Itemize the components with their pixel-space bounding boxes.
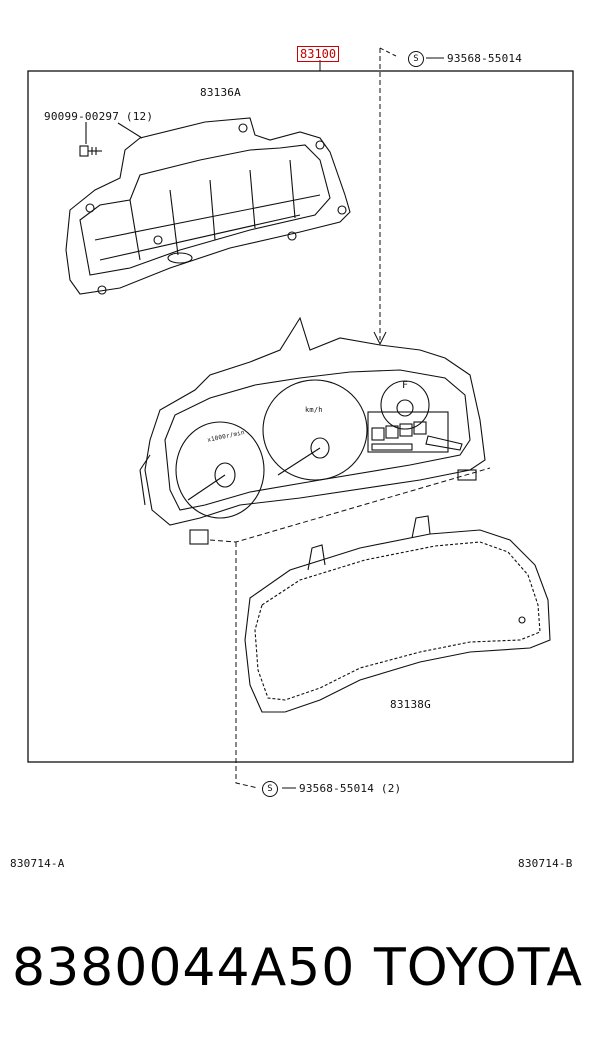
bolt-part-label: 90099-00297 (12) xyxy=(44,110,154,123)
cluster-drawing xyxy=(139,316,486,545)
bolt-drawing xyxy=(79,122,102,157)
screw-bottom-symbol: S xyxy=(262,781,278,797)
footer-brand: TOYOTA xyxy=(374,938,583,998)
main-part-label: 83100 xyxy=(297,46,340,62)
assembly-frame xyxy=(27,70,574,763)
screw-top-leader xyxy=(379,47,397,57)
bracket-part-label: 83136A xyxy=(200,86,241,99)
lens-drawing xyxy=(244,515,551,713)
screw-bottom-leader xyxy=(235,542,259,789)
fuel-gauge-letter: F xyxy=(402,380,409,391)
ref-left-label: 830714-A xyxy=(10,857,65,870)
screw-top-symbol: S xyxy=(408,51,424,67)
screw-bottom-part-label: 93568-55014 (2) xyxy=(299,782,402,795)
footer-part-number: 8380044A50 xyxy=(12,938,356,998)
lens-part-label: 83138G xyxy=(390,698,431,711)
screw-top-part-label: 93568-55014 xyxy=(447,52,523,65)
bracket-drawing xyxy=(65,117,351,295)
speedo-unit-label: km/h xyxy=(305,406,323,414)
ref-right-label: 830714-B xyxy=(518,857,573,870)
